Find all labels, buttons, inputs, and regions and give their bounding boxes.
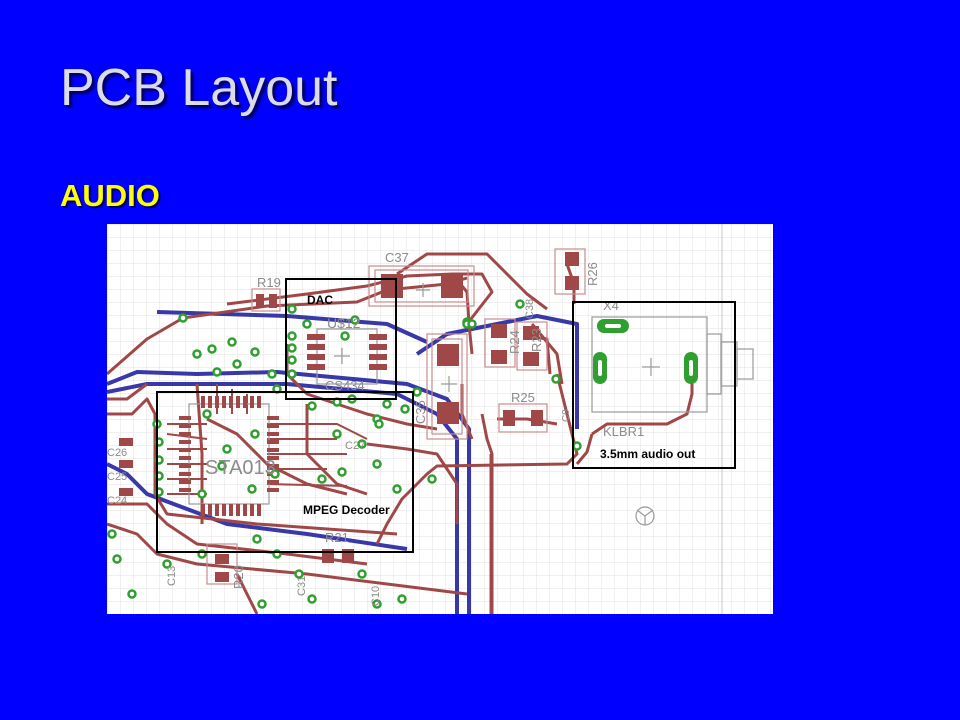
refdes-c37: C37 (385, 250, 409, 265)
decoder-pads (179, 396, 279, 516)
refdes-r23: R23 (529, 328, 544, 352)
refdes-c27: C27 (345, 440, 365, 452)
refdes-klbr1: KLBR1 (603, 424, 644, 439)
refdes-cs434: CS434 (325, 378, 365, 393)
refdes-c25: C25 (107, 471, 127, 483)
smd-pads (119, 252, 579, 582)
mpeg-decoder-box (156, 391, 414, 553)
refdes-sta013: STA013 (205, 457, 276, 479)
refdes-c10: C10 (370, 586, 382, 606)
refdes-r26: R26 (585, 262, 600, 286)
mpeg-decoder-label: MPEG Decoder (303, 503, 390, 517)
refdes-c13: C13 (166, 566, 178, 586)
refdes-c38: C38 (524, 299, 536, 319)
dac-label: DAC (307, 293, 333, 307)
annotation-boxes (156, 278, 736, 553)
refdes-r19: R19 (257, 275, 281, 290)
audio-out-label: 3.5mm audio out (600, 447, 695, 461)
refdes-c35: C35 (413, 400, 428, 424)
refdes-c24: C24 (107, 495, 127, 507)
jack-pad-holes (598, 324, 693, 376)
refdes-x4: X4 (603, 298, 619, 313)
silkscreen-outlines (188, 248, 754, 585)
refdes-r21: R21 (325, 530, 349, 545)
slide-subtitle: AUDIO (60, 178, 160, 213)
audio-out-box (572, 301, 736, 469)
refdes-c26: C26 (107, 447, 127, 459)
refdes-r20: R20 (231, 565, 246, 589)
refdes-labels: C37 R26 R19 U$12 C38 X4 R24 R23 CS434 C3… (107, 250, 644, 606)
refdes-r24: R24 (507, 330, 522, 354)
slide-title: PCB Layout (60, 59, 338, 117)
refdes-c9: C9 (561, 409, 572, 422)
refdes-u12: U$12 (327, 315, 361, 331)
origin-crosshairs (334, 283, 660, 526)
dac-box (285, 278, 397, 400)
pcb-layout-diagram: C37 R26 R19 U$12 C38 X4 R24 R23 CS434 C3… (107, 224, 773, 614)
refdes-r25: R25 (511, 390, 535, 405)
refdes-c31: C31 (296, 576, 308, 596)
